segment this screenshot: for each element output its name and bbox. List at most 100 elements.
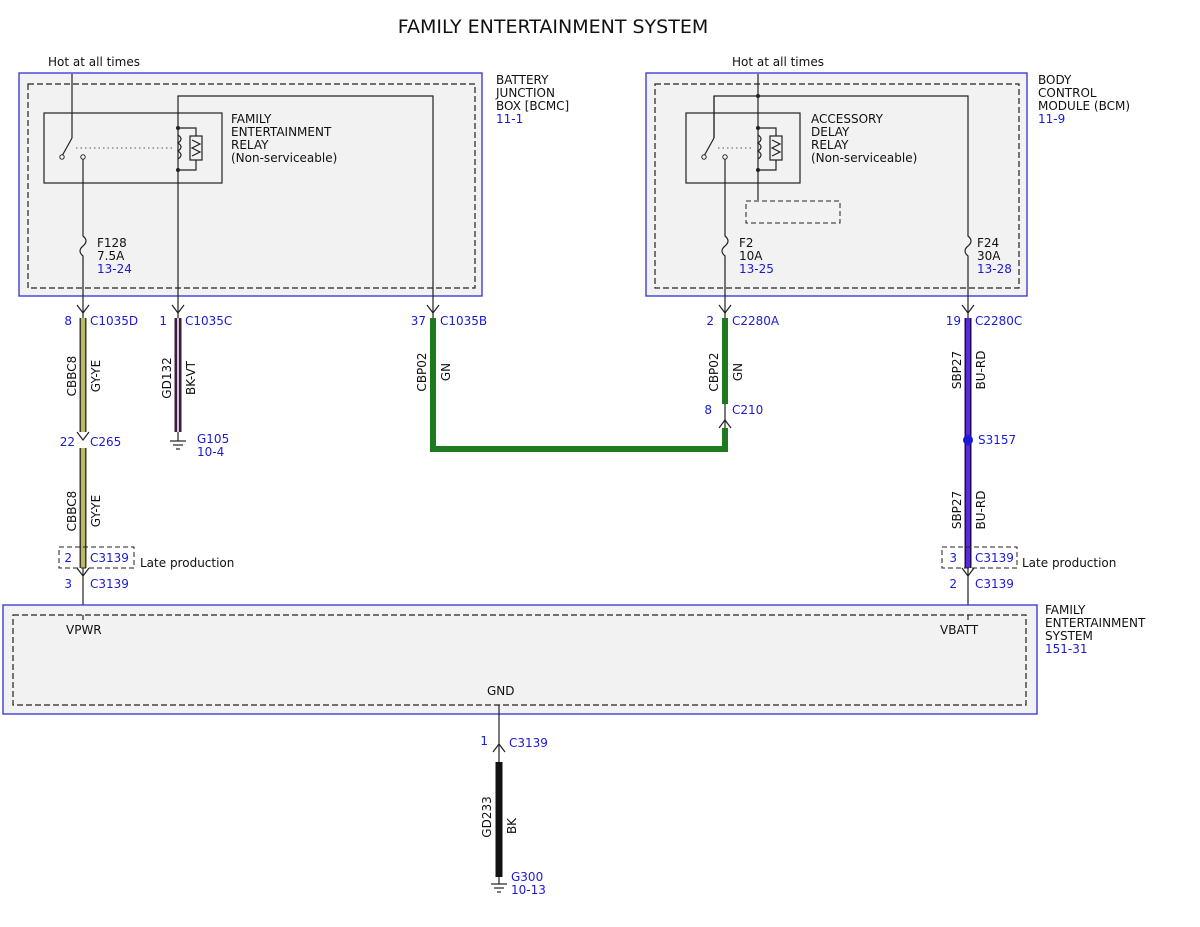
c3139-late-left-pin: 2 [64,551,72,565]
accessory-delay-relay: ACCESSORY DELAY RELAY (Non-serviceable) [685,74,969,232]
wire-sbp27-b-id: SBP27 [950,491,964,529]
c3139-late-left-name: C3139 [90,551,129,565]
connector-labels-top: 8 C1035D 1 C1035C 37 C1035B 2 C2280A 19 … [64,314,1022,328]
adr-label-line3: RELAY [811,138,849,152]
c265-pin: 22 [60,435,75,449]
ground-g300-name: G300 [511,870,543,884]
bcm-label-line3: MODULE (BCM) [1038,99,1130,113]
fuse-f24-name: F24 [977,236,999,250]
bjb-label-line2: JUNCTION [495,86,555,100]
wire-gd132: GD132 BK-VT [160,296,198,450]
fes-label-line3: SYSTEM [1045,629,1093,643]
late-production-left-label: Late production [140,556,234,570]
fer-label-line3: RELAY [231,138,269,152]
c1035b-pin: 37 [411,314,426,328]
hot-label-left: Hot at all times [48,55,140,69]
c210-name: C210 [732,403,763,417]
c1035d-name: C1035D [90,314,138,328]
wire-cbbc8-a-id: CBBC8 [65,356,79,397]
ground-g300-ref: 10-13 [511,883,546,897]
late-production-left: 2 C3139 Late production [58,546,234,570]
wire-cbp02-b-id: CBP02 [707,352,721,391]
wire-cbp02-a-color: GN [439,363,453,381]
diagram-title: FAMILY ENTERTAINMENT SYSTEM [398,16,708,38]
wire-cbbc8-b-color: GY-YE [89,495,103,527]
splice-s3157-dot [963,435,973,445]
fuse-f24-rating: 30A [977,249,1001,263]
fes-label-line1: FAMILY [1045,603,1086,617]
wire-cbp02-b-color: GN [731,363,745,381]
pin-vpwr: VPWR [66,623,102,637]
wire-gd233-id: GD233 [480,796,494,837]
c3139-late-right-name: C3139 [975,551,1014,565]
wire-sbp27-a-color: BU-RD [974,351,988,390]
hot-label-right: Hot at all times [732,55,824,69]
c3139-gnd-name: C3139 [509,736,548,750]
c3139-right-pin: 2 [949,577,957,591]
wire-gd233-color: BK [505,817,519,834]
c1035d-pin: 8 [64,314,72,328]
wire-cbbc8-a-color: GY-YE [89,360,103,392]
fer-label-line4: (Non-serviceable) [231,151,337,165]
c1035c-pin: 1 [159,314,167,328]
c2280c-pin: 19 [946,314,961,328]
ground-g105-ref: 10-4 [197,445,224,459]
pin-vbatt: VBATT [940,623,979,637]
c3139-left-pin: 3 [64,577,72,591]
fuse-f128-name: F128 [97,236,127,250]
adr-label-line2: DELAY [811,125,850,139]
bcm-label-line2: CONTROL [1038,86,1097,100]
c2280a-pin: 2 [706,314,714,328]
c3139-right-name: C3139 [975,577,1014,591]
late-production-right-label: Late production [1022,556,1116,570]
adr-label-line1: ACCESSORY [811,112,884,126]
fuse-f24-ref: 13-28 [977,262,1012,276]
fer-label-line2: ENTERTAINMENT [231,125,332,139]
late-production-right: 3 C3139 Late production [941,546,1116,570]
bcm-ref: 11-9 [1038,112,1065,126]
wire-cbp02-a-id: CBP02 [415,352,429,391]
wire-gd132-id: GD132 [160,357,174,398]
bjb-label-line3: BOX [BCMC] [496,99,569,113]
c265-name: C265 [90,435,121,449]
wire-gd132-color: BK-VT [184,360,198,395]
c210-pin: 8 [704,403,712,417]
fes-label-line2: ENTERTAINMENT [1045,616,1146,630]
fuse-f24: F24 30A 13-28 [964,232,1012,296]
fuse-f128-ref: 13-24 [97,262,132,276]
fuse-f2-ref: 13-25 [739,262,774,276]
wire-cbbc8-b-id: CBBC8 [65,491,79,532]
c3139-left-name: C3139 [90,577,129,591]
bjb-ref: 11-1 [496,112,523,126]
c3139-late-right-pin: 3 [949,551,957,565]
fes-ref: 151-31 [1045,642,1088,656]
wire-cbbc8: CBBC8 GY-YE CBBC8 GY-YE [65,296,103,615]
c3139-gnd-pin: 1 [480,734,488,748]
pin-gnd: GND [487,684,515,698]
wire-sbp27: SBP27 BU-RD SBP27 BU-RD [950,296,988,615]
fuse-f2-name: F2 [739,236,754,250]
fer-label-line1: FAMILY [231,112,272,126]
fuse-f128-rating: 7.5A [97,249,125,263]
ground-g105-name: G105 [197,432,229,446]
wire-sbp27-a-id: SBP27 [950,351,964,389]
family-entertainment-relay: FAMILY ENTERTAINMENT RELAY (Non-servicea… [43,74,434,296]
battery-junction-box: BATTERY JUNCTION BOX [BCMC] 11-1 [18,72,569,297]
c2280a-name: C2280A [732,314,780,328]
bjb-label-line1: BATTERY [496,73,549,87]
wire-sbp27-b-color: BU-RD [974,491,988,530]
wire-gd233: GD233 BK [480,705,519,893]
c2280c-name: C2280C [975,314,1022,328]
c1035c-name: C1035C [185,314,232,328]
c1035b-name: C1035B [440,314,487,328]
fuse-f2-rating: 10A [739,249,763,263]
family-entertainment-system-module: VPWR VBATT GND FAMILY ENTERTAINMENT SYST… [2,603,1146,715]
fuse-f128: F128 7.5A 13-24 [79,232,132,296]
body-control-module: BODY CONTROL MODULE (BCM) 11-9 [645,72,1130,297]
splice-s3157-name: S3157 [978,433,1016,447]
wire-cbp02: CBP02 GN CBP02 GN [415,296,745,452]
fuse-f2: F2 10A 13-25 [721,232,774,296]
bcm-label-line1: BODY [1038,73,1072,87]
adr-label-line4: (Non-serviceable) [811,151,917,165]
